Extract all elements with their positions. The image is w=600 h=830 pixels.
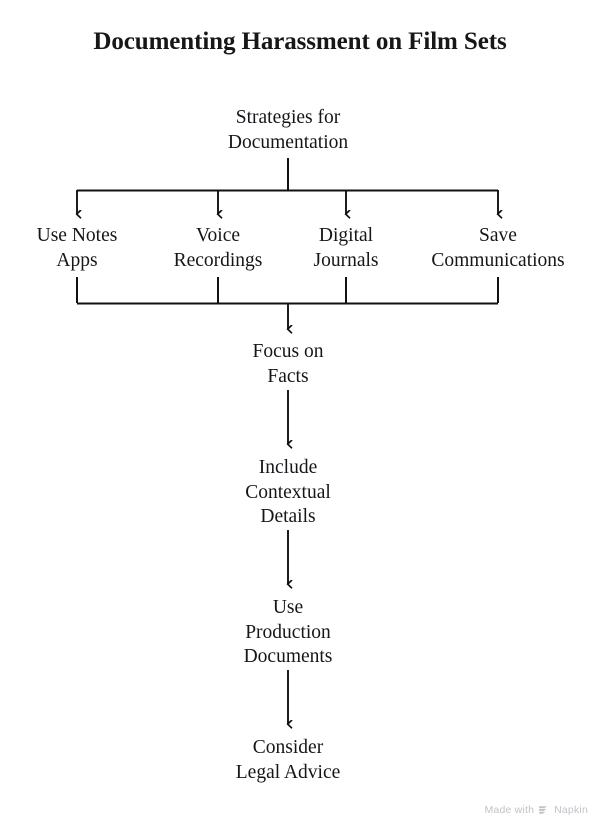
node-root[interactable]: Strategies for Documentation <box>227 107 349 153</box>
page-title: Documenting Harassment on Film Sets <box>93 28 507 55</box>
node-branch-use-notes-apps[interactable]: Use Notes Apps <box>36 225 118 271</box>
watermark-brand-label: Napkin <box>554 804 588 816</box>
node-branch-voice-recordings[interactable]: Voice Recordings <box>173 225 263 271</box>
node-chain-use-production-documents[interactable]: Use Production Documents <box>243 597 333 667</box>
node-branch-save-communications[interactable]: Save Communications <box>431 225 565 271</box>
napkin-watermark: Made with Napkin <box>484 804 588 816</box>
napkin-logo-icon <box>538 804 550 816</box>
node-branch-digital-journals[interactable]: Digital Journals <box>313 225 379 271</box>
node-chain-consider-legal-advice[interactable]: Consider Legal Advice <box>235 737 341 783</box>
watermark-prefix-label: Made with <box>484 804 535 816</box>
node-chain-focus-on-facts[interactable]: Focus on Facts <box>252 341 324 387</box>
node-chain-include-contextual-details[interactable]: Include Contextual Details <box>245 457 331 527</box>
